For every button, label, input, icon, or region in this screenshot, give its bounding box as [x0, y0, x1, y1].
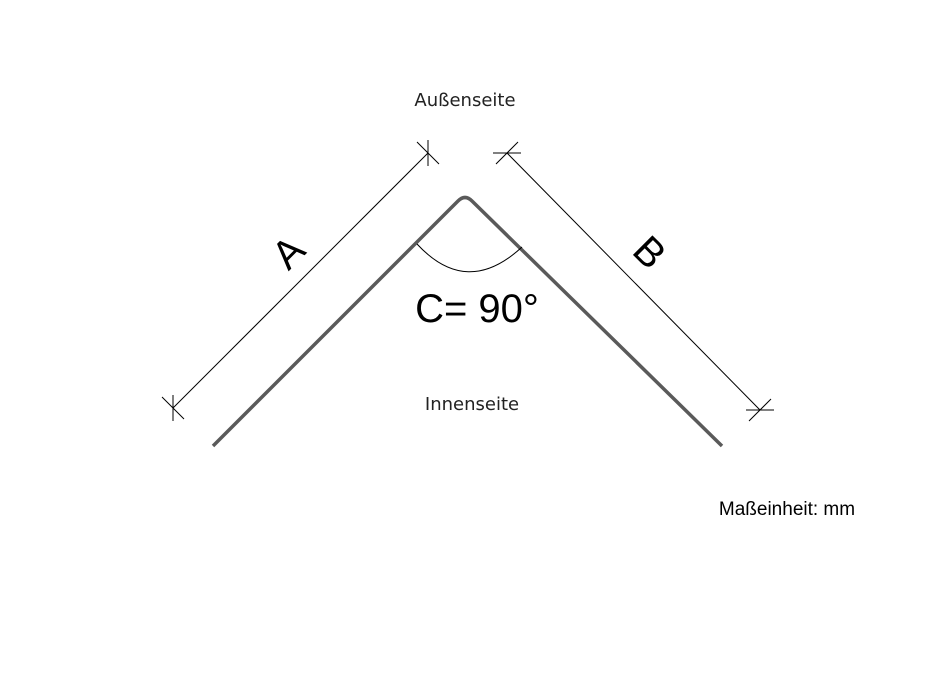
- dimension-tick-a-bottom: [161, 395, 185, 421]
- dimension-tick-a-top: [416, 140, 440, 166]
- dimension-tick-b-top: [493, 141, 521, 165]
- unit-label: Maßeinheit: mm: [719, 499, 855, 520]
- inside-label: Innenseite: [425, 394, 519, 415]
- angle-arc: [416, 243, 523, 273]
- dimension-line-b: [506, 152, 761, 411]
- profile-outline: [211, 195, 724, 448]
- angle-label: C= 90°: [415, 287, 539, 331]
- side-a-label: A: [264, 227, 314, 277]
- dimension-line-a: [172, 152, 429, 409]
- dimension-tick-b-bottom: [746, 398, 774, 422]
- outside-label: Außenseite: [414, 90, 515, 111]
- side-b-label: B: [624, 228, 674, 278]
